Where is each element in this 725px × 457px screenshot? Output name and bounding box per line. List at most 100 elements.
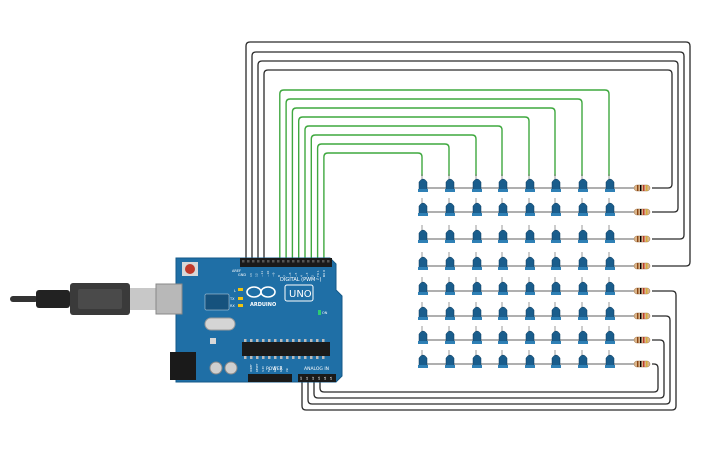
led[interactable] [551, 225, 561, 243]
brand-label: ARDUINO [250, 302, 276, 308]
led[interactable] [418, 302, 428, 320]
led[interactable] [525, 174, 535, 192]
led-body [472, 256, 482, 269]
led[interactable] [605, 277, 615, 295]
digital-pin-label: TX 1 [316, 270, 320, 278]
digital-pin-label: ~6 [288, 272, 292, 277]
atmega-chip [242, 342, 330, 356]
led[interactable] [472, 252, 482, 270]
led[interactable] [578, 277, 588, 295]
led[interactable] [498, 350, 508, 368]
led[interactable] [525, 326, 535, 344]
led[interactable] [445, 252, 455, 270]
led[interactable] [578, 302, 588, 320]
led[interactable] [445, 174, 455, 192]
led[interactable] [472, 326, 482, 344]
led[interactable] [551, 252, 561, 270]
led-body [445, 306, 455, 319]
led[interactable] [525, 350, 535, 368]
led[interactable] [445, 302, 455, 320]
led[interactable] [551, 302, 561, 320]
resistor[interactable] [633, 360, 651, 368]
led[interactable] [578, 174, 588, 192]
led[interactable] [498, 252, 508, 270]
led[interactable] [418, 252, 428, 270]
pin-hole [322, 260, 325, 263]
led[interactable] [605, 225, 615, 243]
led-rim [498, 267, 508, 270]
led[interactable] [445, 350, 455, 368]
led-rim [525, 365, 535, 368]
led[interactable] [418, 350, 428, 368]
led[interactable] [418, 225, 428, 243]
led[interactable] [418, 326, 428, 344]
led[interactable] [525, 277, 535, 295]
led[interactable] [525, 198, 535, 216]
led-rim [578, 341, 588, 344]
led[interactable] [445, 225, 455, 243]
led-body [472, 306, 482, 319]
led[interactable] [605, 174, 615, 192]
resistor[interactable] [633, 184, 651, 192]
led[interactable] [551, 350, 561, 368]
led[interactable] [551, 326, 561, 344]
resistor[interactable] [633, 235, 651, 243]
led[interactable] [578, 326, 588, 344]
led[interactable] [418, 277, 428, 295]
led-rim [525, 341, 535, 344]
led[interactable] [445, 198, 455, 216]
led[interactable] [472, 174, 482, 192]
resistor[interactable] [633, 262, 651, 270]
led[interactable] [578, 350, 588, 368]
led[interactable] [445, 326, 455, 344]
chip-leg [316, 339, 319, 342]
led[interactable] [472, 277, 482, 295]
resistor[interactable] [633, 208, 651, 216]
led[interactable] [551, 174, 561, 192]
led[interactable] [418, 174, 428, 192]
led[interactable] [472, 350, 482, 368]
led[interactable] [445, 277, 455, 295]
resistor-band [640, 361, 642, 367]
led[interactable] [418, 198, 428, 216]
led-body [551, 281, 561, 294]
led[interactable] [498, 174, 508, 192]
pin-hole [262, 260, 265, 263]
led[interactable] [551, 198, 561, 216]
led[interactable] [605, 350, 615, 368]
led-rim [418, 267, 428, 270]
led[interactable] [525, 302, 535, 320]
led[interactable] [472, 198, 482, 216]
resistor[interactable] [633, 312, 651, 320]
led[interactable] [578, 225, 588, 243]
led[interactable] [551, 277, 561, 295]
led[interactable] [498, 225, 508, 243]
led[interactable] [605, 302, 615, 320]
led[interactable] [605, 198, 615, 216]
pin-hole [277, 260, 280, 263]
led[interactable] [578, 252, 588, 270]
resistor[interactable] [633, 336, 651, 344]
led[interactable] [472, 302, 482, 320]
chip-leg [262, 356, 265, 359]
led[interactable] [498, 302, 508, 320]
led[interactable] [525, 252, 535, 270]
led[interactable] [605, 326, 615, 344]
reset-button[interactable] [185, 264, 195, 274]
led[interactable] [525, 225, 535, 243]
digital-pin-label: ~11 [260, 271, 264, 277]
led-tx-label: TX [229, 297, 235, 301]
led[interactable] [605, 252, 615, 270]
resistor[interactable] [633, 287, 651, 295]
led[interactable] [498, 277, 508, 295]
resistor-band [646, 185, 648, 191]
led-rim [472, 317, 482, 320]
usb-cable[interactable] [10, 283, 158, 315]
led[interactable] [498, 326, 508, 344]
led[interactable] [472, 225, 482, 243]
led[interactable] [498, 198, 508, 216]
led[interactable] [578, 198, 588, 216]
usb-plug-grip [78, 289, 122, 309]
